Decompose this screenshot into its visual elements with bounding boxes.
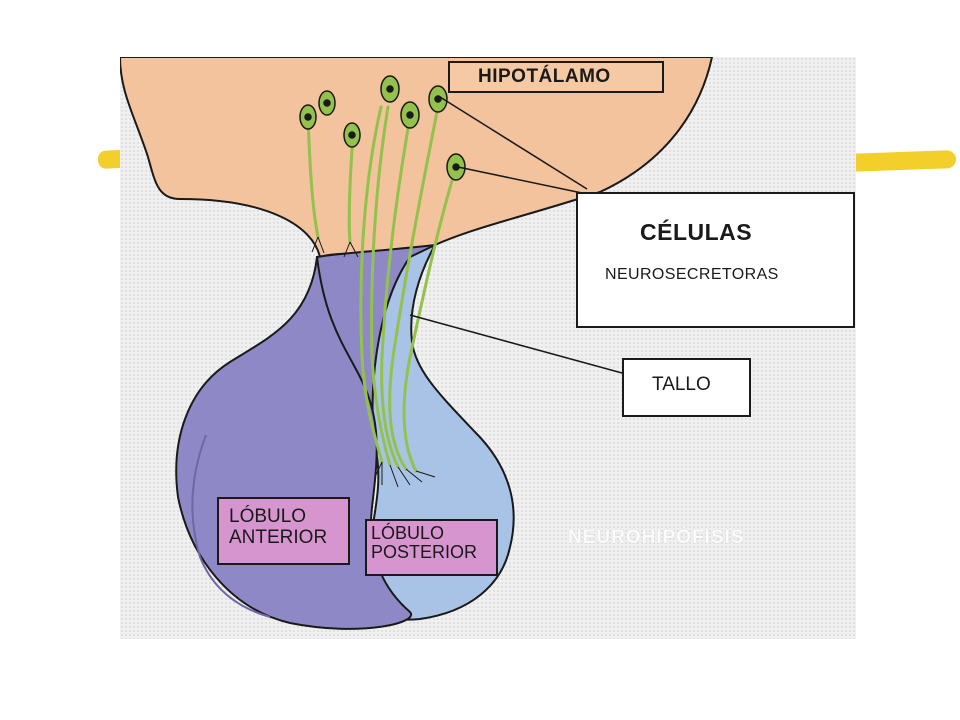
lobulo-posterior-label: LÓBULO POSTERIOR (365, 519, 498, 576)
lobulo-anterior-line2: ANTERIOR (229, 526, 328, 548)
lobulo-posterior-line1: LÓBULO (371, 523, 445, 543)
lobulo-anterior-label: LÓBULO ANTERIOR (217, 497, 350, 565)
celulas-neurosecretoras-label: CÉLULAS NEUROSECRETORAS (576, 192, 855, 328)
hipotalamo-label: HIPOTÁLAMO (448, 61, 664, 93)
leader-lines (409, 96, 623, 374)
faint-overlay-text: NEUROHIPÓFISIS (568, 527, 745, 548)
lobulo-posterior-line2: POSTERIOR (371, 542, 478, 563)
celulas-title: CÉLULAS (640, 219, 753, 245)
axon-terminals (311, 236, 436, 488)
decorative-yellow-stroke-right (845, 150, 957, 172)
tallo-label: TALLO (622, 358, 751, 417)
pituitary-diagram: HIPOTÁLAMO CÉLULAS NEUROSECRETORAS TALLO… (120, 57, 856, 639)
neuron-cell-icon (299, 75, 466, 181)
axon-bundle (306, 105, 458, 473)
lobulo-anterior-line1: LÓBULO (229, 506, 307, 527)
celulas-subtitle: NEUROSECRETORAS (605, 266, 779, 283)
anterior-lobe-fold (191, 434, 271, 618)
